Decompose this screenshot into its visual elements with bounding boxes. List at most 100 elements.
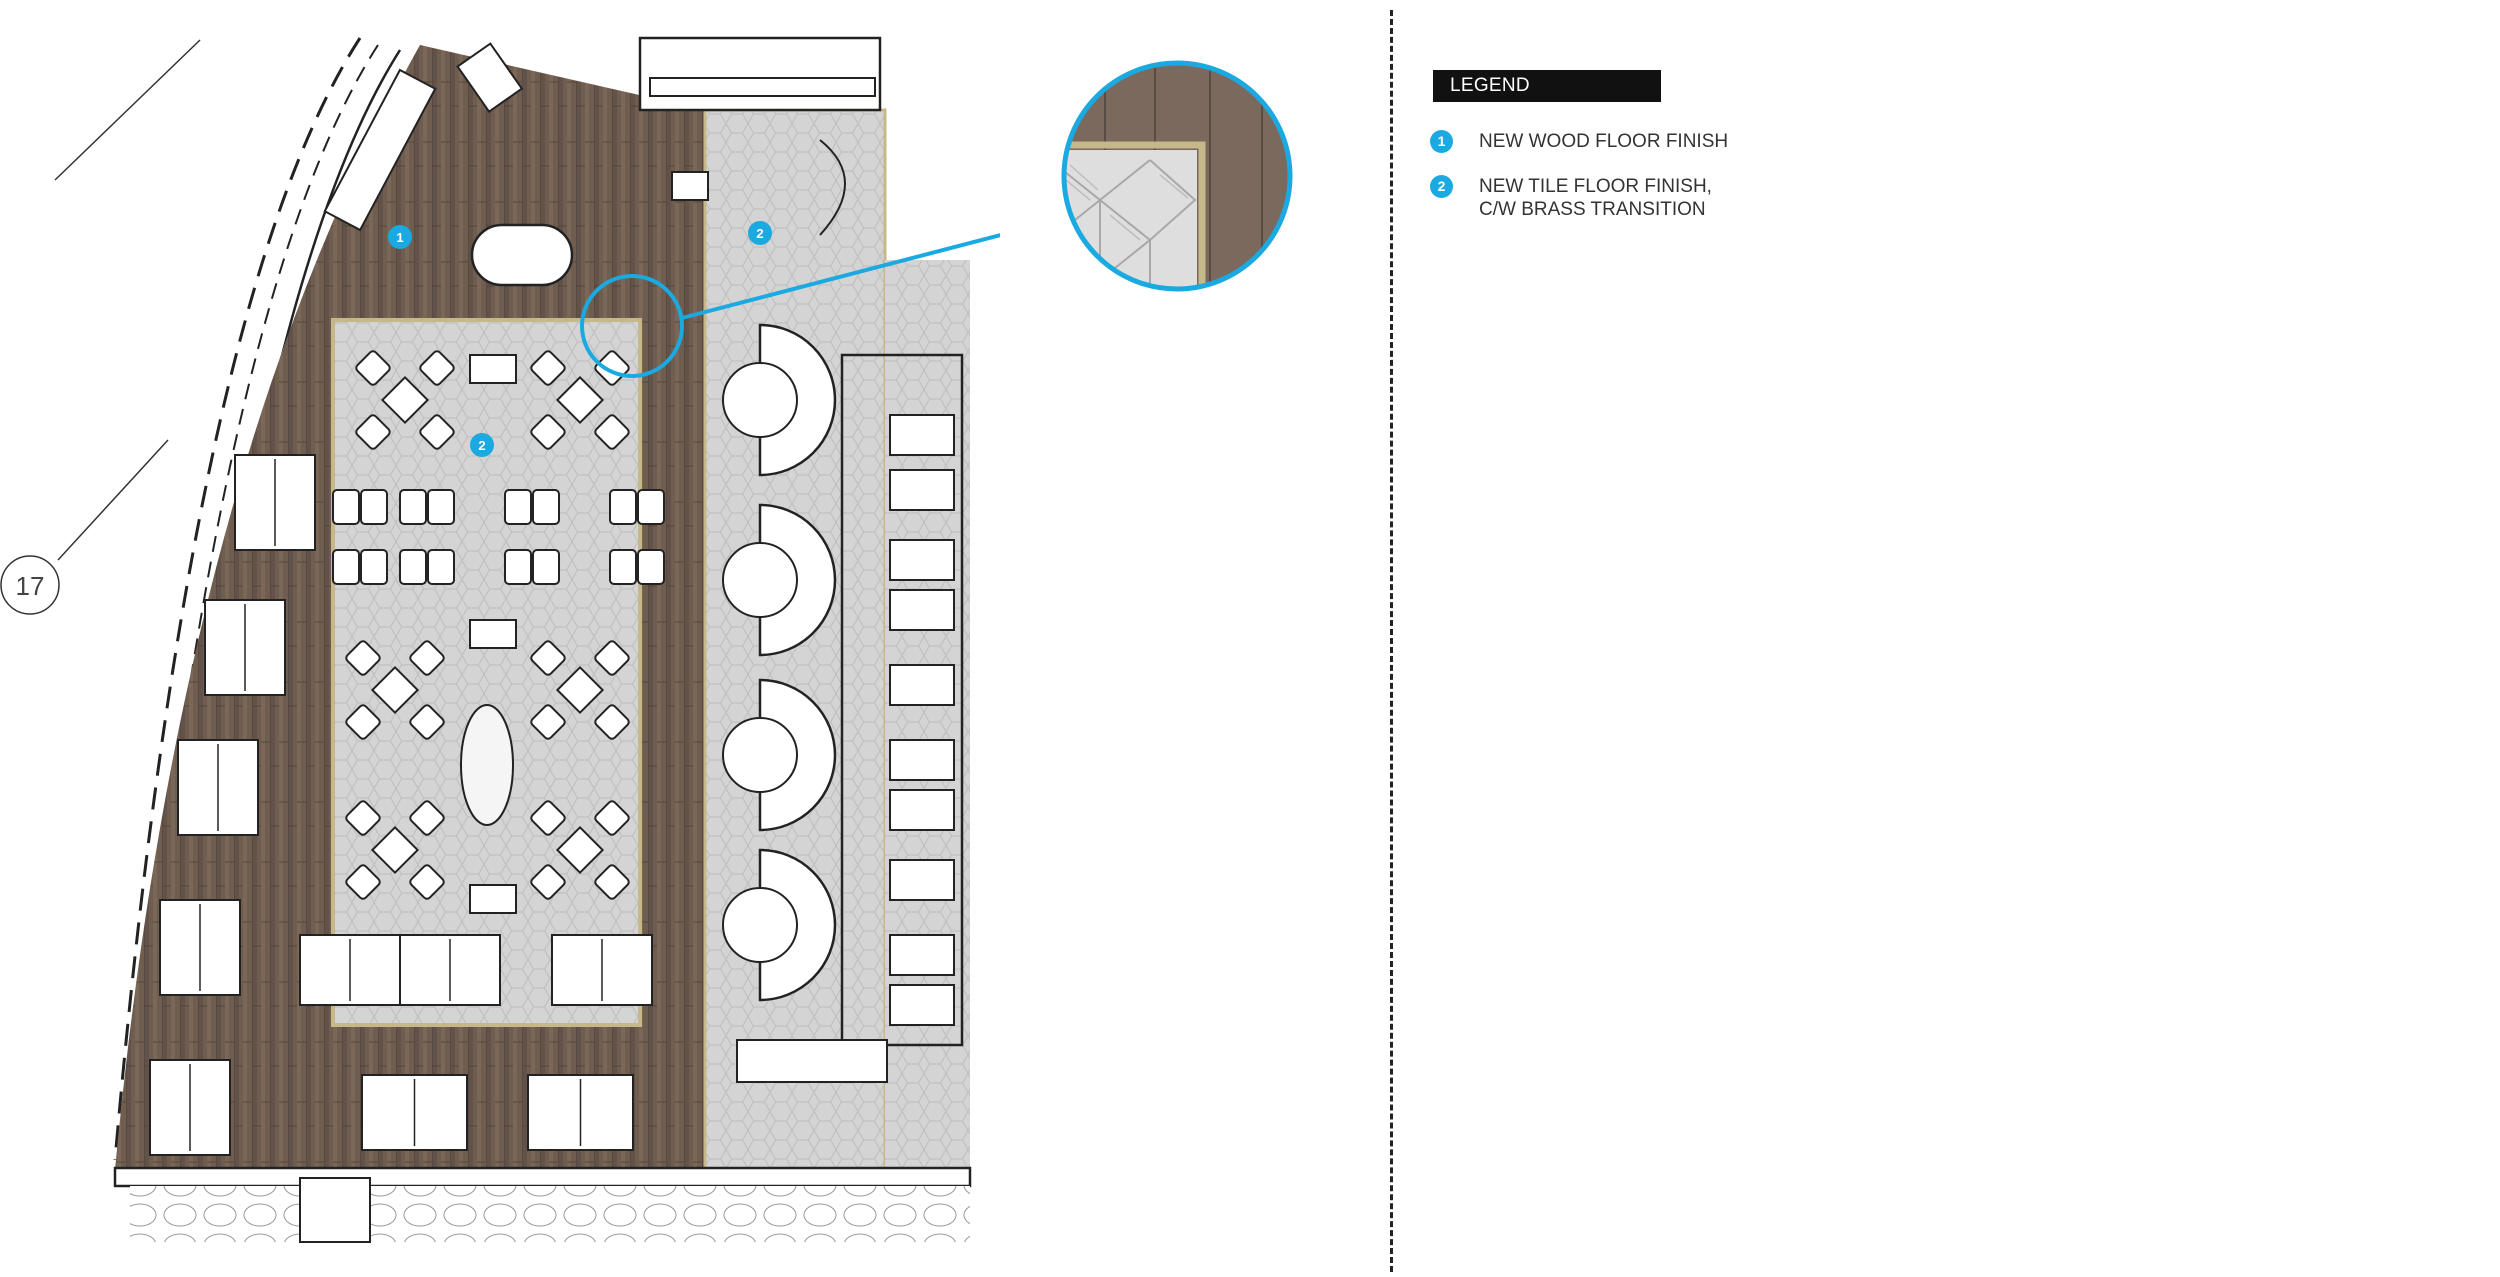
chair: [532, 549, 560, 585]
pillar-small: [469, 884, 517, 914]
oval-table-top: [470, 223, 574, 287]
lounge-seat: [889, 984, 955, 1026]
lounge-seat: [889, 739, 955, 781]
legend-badge-1: 1: [1430, 130, 1453, 153]
furniture-layer: [149, 350, 665, 1156]
exterior-wall-outer: [113, 37, 362, 1161]
chair: [530, 350, 566, 386]
oval-table-center: [460, 704, 514, 826]
sheet-divider: [1390, 10, 1393, 1272]
grid-line: [57, 439, 169, 561]
chair: [360, 549, 388, 585]
grid-line-top: [54, 39, 201, 181]
chair: [399, 489, 427, 525]
chair: [409, 640, 445, 676]
chair: [355, 414, 391, 450]
chair: [345, 800, 381, 836]
booth-seating: [722, 323, 955, 1026]
tile-lobby: [885, 260, 970, 1170]
chair: [530, 414, 566, 450]
chair: [532, 489, 560, 525]
table-square: [380, 375, 430, 425]
chair: [360, 489, 388, 525]
pillar-small: [469, 619, 517, 649]
detail-callout-ring: [580, 274, 684, 378]
legend-title: LEGEND: [1433, 70, 1661, 102]
legend-text-2-line-2: C/W BRASS TRANSITION: [1479, 199, 1706, 220]
chair: [409, 864, 445, 900]
chair: [504, 489, 532, 525]
table-square: [370, 665, 420, 715]
tag-tile-corridor-label: 2: [756, 226, 763, 241]
pillar-small: [469, 354, 517, 384]
lounge-seat: [889, 859, 955, 901]
chair: [332, 489, 360, 525]
legend-badge-2: 2: [1430, 175, 1453, 198]
chair: [345, 864, 381, 900]
booth-table: [722, 542, 798, 618]
chair: [409, 704, 445, 740]
pillar: [671, 171, 709, 201]
detail-callout: [1061, 60, 1293, 292]
callout-brass-strip: [1065, 141, 1206, 288]
callout-tile: [1065, 150, 1197, 288]
legend-text-1-line-1: NEW WOOD FLOOR FINISH: [1479, 131, 1729, 152]
chair: [419, 350, 455, 386]
table-square: [370, 825, 420, 875]
chair: [345, 640, 381, 676]
lounge-seat: [889, 789, 955, 831]
lounge-seat: [889, 664, 955, 706]
chair: [594, 864, 630, 900]
booth-table: [722, 887, 798, 963]
bar-counter: [323, 68, 437, 232]
north-window: [649, 77, 876, 97]
east-wall: [840, 353, 964, 1047]
lounge-seat: [889, 414, 955, 456]
legend-text-1: NEW WOOD FLOOR FINISH: [1479, 130, 1728, 153]
lounge-seat: [889, 589, 955, 631]
chair: [594, 800, 630, 836]
north-wall: [638, 36, 882, 112]
chair: [530, 704, 566, 740]
table-square: [555, 375, 605, 425]
grid-bubble: [0, 555, 60, 615]
chair: [427, 549, 455, 585]
booth-table: [722, 717, 798, 793]
chair: [594, 640, 630, 676]
booth-table: [722, 362, 798, 438]
south-wall: [113, 1166, 972, 1188]
callout-border: [1061, 60, 1293, 292]
tag-wood-badge: [388, 225, 412, 249]
south-paving: [130, 1186, 970, 1242]
legend-text-2-line-1: NEW TILE FLOOR FINISH,: [1479, 176, 1712, 197]
tag-tile-center-badge: [470, 433, 494, 457]
chair: [427, 489, 455, 525]
chair: [637, 549, 665, 585]
chair: [409, 800, 445, 836]
table-square: [555, 825, 605, 875]
grid-bubble-label: 17: [16, 571, 45, 601]
chair: [419, 414, 455, 450]
tag-wood-label: 1: [396, 230, 403, 245]
lounge-seat: [889, 469, 955, 511]
chair: [355, 350, 391, 386]
lounge-seat: [889, 539, 955, 581]
column-top: [456, 42, 524, 113]
chair: [530, 800, 566, 836]
chair: [609, 549, 637, 585]
chair: [594, 704, 630, 740]
legend-item-wood: 1 NEW WOOD FLOOR FINISH: [1430, 130, 1728, 153]
tag-tile-center-label: 2: [478, 438, 485, 453]
chair: [332, 549, 360, 585]
east-counter: [736, 1039, 888, 1083]
table-square: [555, 665, 605, 715]
chair: [530, 640, 566, 676]
chair: [399, 549, 427, 585]
chair: [530, 864, 566, 900]
callout-leader: [681, 233, 1000, 320]
chair: [637, 489, 665, 525]
legend-item-tile: 2 NEW TILE FLOOR FINISH, C/W BRASS TRANS…: [1430, 175, 1712, 221]
legend-text-2: NEW TILE FLOOR FINISH, C/W BRASS TRANSIT…: [1479, 175, 1712, 221]
chair: [504, 549, 532, 585]
